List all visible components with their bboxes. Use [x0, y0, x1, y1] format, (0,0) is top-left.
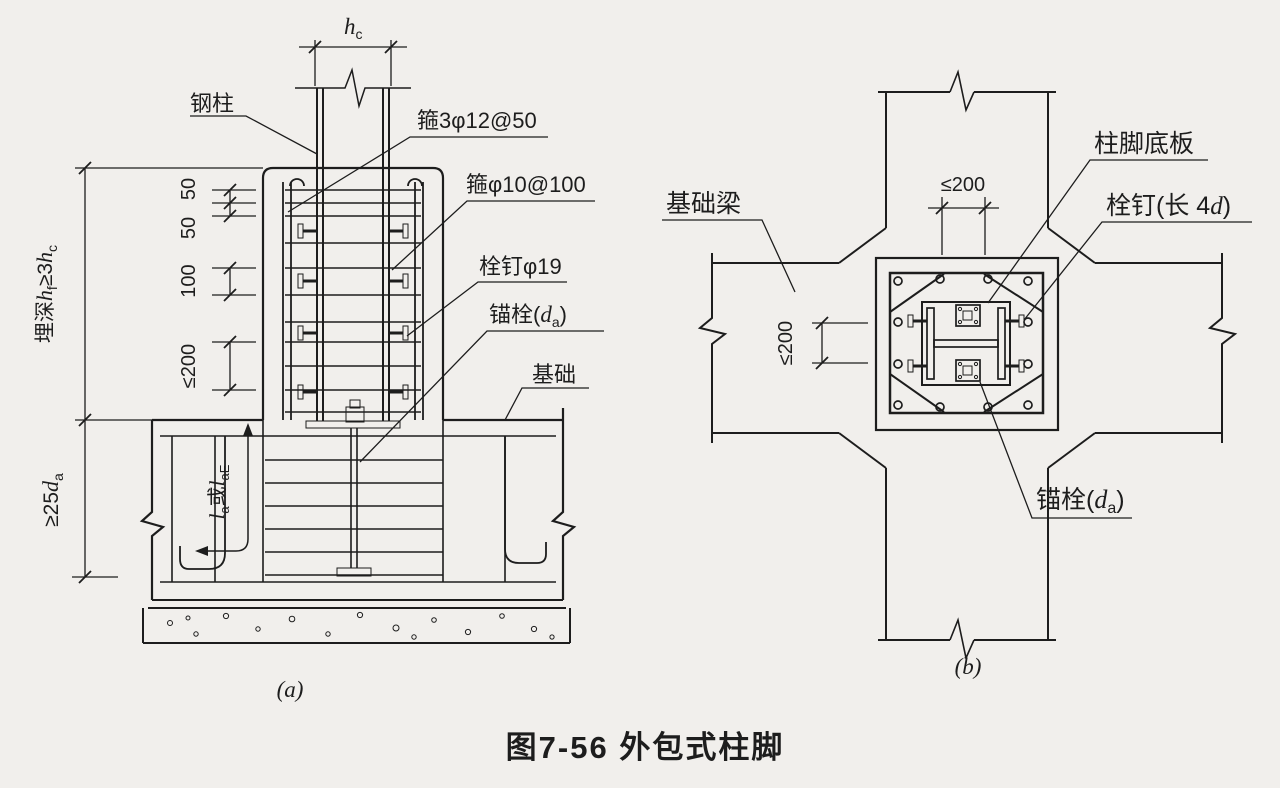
dim-200-top: ≤200 — [941, 174, 985, 196]
label-anchor-a: 锚栓(da) — [489, 302, 567, 330]
dim-200-left: ≤200 — [775, 321, 797, 365]
dim-hc: hc — [344, 14, 363, 42]
label-stud-a: 栓钉φ19 — [479, 254, 562, 279]
dim-100: 100 — [178, 264, 200, 297]
stud-shapes-plan — [907, 314, 1025, 373]
dim-left-lines — [72, 167, 263, 578]
base-plate-plan — [921, 301, 1011, 386]
concrete-speckles — [167, 611, 555, 640]
figure-title: 图7-56 外包式柱脚 — [506, 730, 785, 765]
encasement-plan — [874, 256, 1060, 432]
label-stirrup: 箍φ10@100 — [466, 172, 586, 197]
foundation-outline — [139, 408, 577, 644]
stud-shapes-section — [297, 223, 409, 400]
label-anchor-b: 锚栓(da) — [1036, 485, 1125, 517]
label-stirrup-dense: 箍3φ12@50 — [417, 108, 537, 133]
anchor-bolt-assembly — [305, 399, 401, 577]
label-stud-b: 栓钉(长 4d) — [1106, 192, 1231, 220]
dim-200: ≤200 — [178, 344, 200, 388]
dim-50a: 50 — [178, 178, 200, 200]
label-leaders-a — [190, 115, 604, 463]
steel-column-lines — [295, 67, 411, 421]
dim-tick-marks-a — [78, 40, 398, 584]
label-base-plate: 柱脚底板 — [1094, 130, 1194, 158]
anchor-plates-plan — [955, 304, 981, 382]
encasement-rebar — [282, 178, 424, 420]
label-leaders-b — [662, 159, 1252, 519]
foundation-beam-lines — [697, 69, 1238, 661]
dim-lines-b — [812, 197, 999, 364]
encasement-outline — [261, 166, 445, 420]
stirrup-lines — [285, 189, 421, 413]
label-foundation: 基础 — [532, 362, 576, 387]
dim-la-anchorage: la或laE — [205, 464, 232, 519]
dim-la-lines — [195, 423, 253, 556]
figure-b: 基础梁 柱脚底板 栓钉(长 4d) 锚栓(da) ≤200 ≤200 (b) — [662, 69, 1252, 679]
foundation-rebar-mesh — [160, 420, 556, 583]
label-foundation-beam: 基础梁 — [666, 190, 741, 218]
dim-embed-depth: 埋深hf≥3hc — [32, 245, 60, 343]
dim-tick-marks-b — [815, 201, 992, 370]
dim-50b: 50 — [178, 217, 200, 239]
caption-a: (a) — [277, 677, 304, 702]
dim-25da: ≥25da — [38, 473, 66, 527]
caption-b: (b) — [955, 654, 982, 679]
figure-a: hc 钢柱 箍3φ12@50 箍φ10@100 栓钉φ19 锚栓(da) 基础 … — [32, 14, 604, 702]
label-steel-column: 钢柱 — [190, 91, 234, 116]
